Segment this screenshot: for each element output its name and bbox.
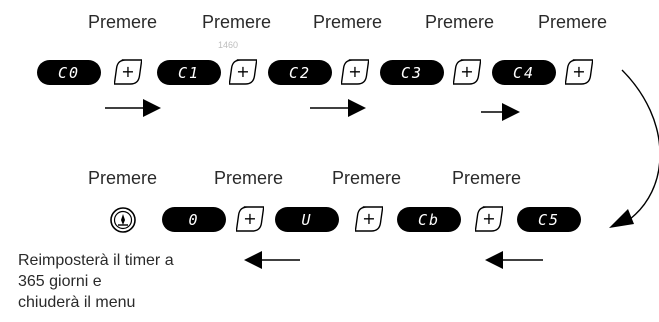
display-c1: C1 — [157, 60, 221, 85]
plus-button-icon: + — [354, 205, 384, 233]
plus-glyph: + — [236, 62, 249, 81]
plus-glyph: + — [121, 62, 134, 81]
premere-label-1: Premere — [88, 12, 158, 32]
display-c4: C4 — [492, 60, 556, 85]
plus-glyph: + — [362, 209, 375, 228]
premere-label-7: Premere — [214, 168, 284, 188]
plus-button-icon: + — [235, 205, 265, 233]
curved-down-arrow — [621, 69, 659, 223]
display-c3: C3 — [380, 60, 444, 85]
plus-button-icon: + — [452, 58, 482, 86]
plus-button-icon: + — [113, 58, 143, 86]
premere-label-8: Premere — [332, 168, 402, 188]
premere-label-6: Premere — [88, 168, 158, 188]
premere-label-5: Premere — [538, 12, 608, 32]
plus-button-icon: + — [474, 205, 504, 233]
arrow-left-1 — [244, 251, 300, 269]
display-c0: C0 — [37, 60, 101, 85]
lamp-icon — [109, 206, 137, 234]
plus-button-icon: + — [340, 58, 370, 86]
plus-glyph: + — [460, 62, 473, 81]
plus-glyph: + — [348, 62, 361, 81]
display-0: 0 — [162, 207, 226, 232]
arrow-right-1 — [105, 99, 161, 117]
plus-button-icon: + — [564, 58, 594, 86]
arrow-right-3 — [481, 103, 520, 121]
arrow-left-2 — [485, 251, 543, 269]
display-c5: C5 — [517, 207, 581, 232]
note-line-1: Reimposterà il timer a — [18, 252, 174, 269]
plus-button-icon: + — [228, 58, 258, 86]
display-c2: C2 — [268, 60, 332, 85]
premere-label-4: Premere — [425, 12, 495, 32]
plus-glyph: + — [572, 62, 585, 81]
premere-label-2: Premere — [202, 12, 272, 32]
curved-arrowhead — [609, 209, 634, 228]
premere-label-3: Premere — [313, 12, 383, 32]
plus-glyph: + — [482, 209, 495, 228]
premere-label-9: Premere — [452, 168, 522, 188]
note-line-2: 365 giorni e — [18, 273, 102, 290]
note-line-3: chiuderà il menu — [18, 294, 136, 311]
plus-glyph: + — [243, 209, 256, 228]
reset-note: Reimposterà il timer a 365 giorni e chiu… — [18, 250, 174, 313]
display-cb: Cb — [397, 207, 461, 232]
arrow-right-2 — [310, 99, 366, 117]
faint-background-text: 1460 — [218, 40, 239, 50]
display-u: U — [275, 207, 339, 232]
